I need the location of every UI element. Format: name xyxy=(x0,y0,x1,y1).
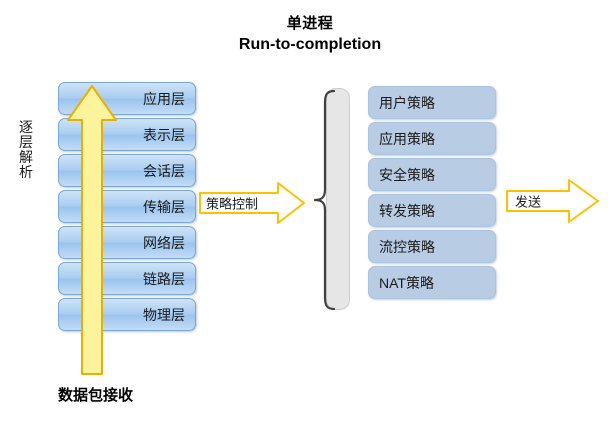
up-arrow-char-3: 解 xyxy=(19,149,33,166)
layer-label: 应用层 xyxy=(143,90,185,107)
packet-receive-caption: 数据包接收 xyxy=(58,387,134,404)
policy-label: 流控策略 xyxy=(379,238,435,255)
layer-label: 传输层 xyxy=(143,198,185,215)
policy-group-brace-icon xyxy=(312,88,338,312)
policy-box-application[interactable]: 应用策略 xyxy=(368,122,496,155)
up-arrow-icon xyxy=(66,84,118,376)
layer-label: 网络层 xyxy=(143,234,185,251)
policy-box-security[interactable]: 安全策略 xyxy=(368,158,496,191)
policy-label: 转发策略 xyxy=(379,202,435,219)
up-arrow-label: 逐 层 解 析 xyxy=(0,119,52,181)
policy-stack: 用户策略 应用策略 安全策略 转发策略 流控策略 NAT策略 xyxy=(368,86,496,302)
layer-label: 会话层 xyxy=(143,162,185,179)
policy-label: NAT策略 xyxy=(379,274,434,291)
policy-label: 应用策略 xyxy=(379,130,435,147)
diagram-title: 单进程 Run-to-completion xyxy=(150,14,470,56)
policy-label: 用户策略 xyxy=(379,94,435,111)
title-line-en: Run-to-completion xyxy=(238,36,382,54)
layer-label: 表示层 xyxy=(143,126,185,143)
send-arrow-icon[interactable]: 发送 xyxy=(505,178,600,224)
layer-label: 链路层 xyxy=(143,270,185,287)
policy-box-user[interactable]: 用户策略 xyxy=(368,86,496,119)
up-arrow-char-2: 层 xyxy=(19,134,33,151)
policy-box-flow-control[interactable]: 流控策略 xyxy=(368,230,496,263)
policy-group-bar xyxy=(326,88,350,310)
policy-box-nat[interactable]: NAT策略 xyxy=(368,266,496,299)
title-line-cn: 单进程 xyxy=(286,15,334,32)
policy-label: 安全策略 xyxy=(379,166,435,183)
up-arrow-char-1: 逐 xyxy=(19,119,33,135)
policy-box-forwarding[interactable]: 转发策略 xyxy=(368,194,496,227)
layer-label: 物理层 xyxy=(143,306,185,323)
policy-control-arrow-icon[interactable]: 策略控制 xyxy=(198,181,306,225)
up-arrow-char-4: 析 xyxy=(19,164,33,181)
